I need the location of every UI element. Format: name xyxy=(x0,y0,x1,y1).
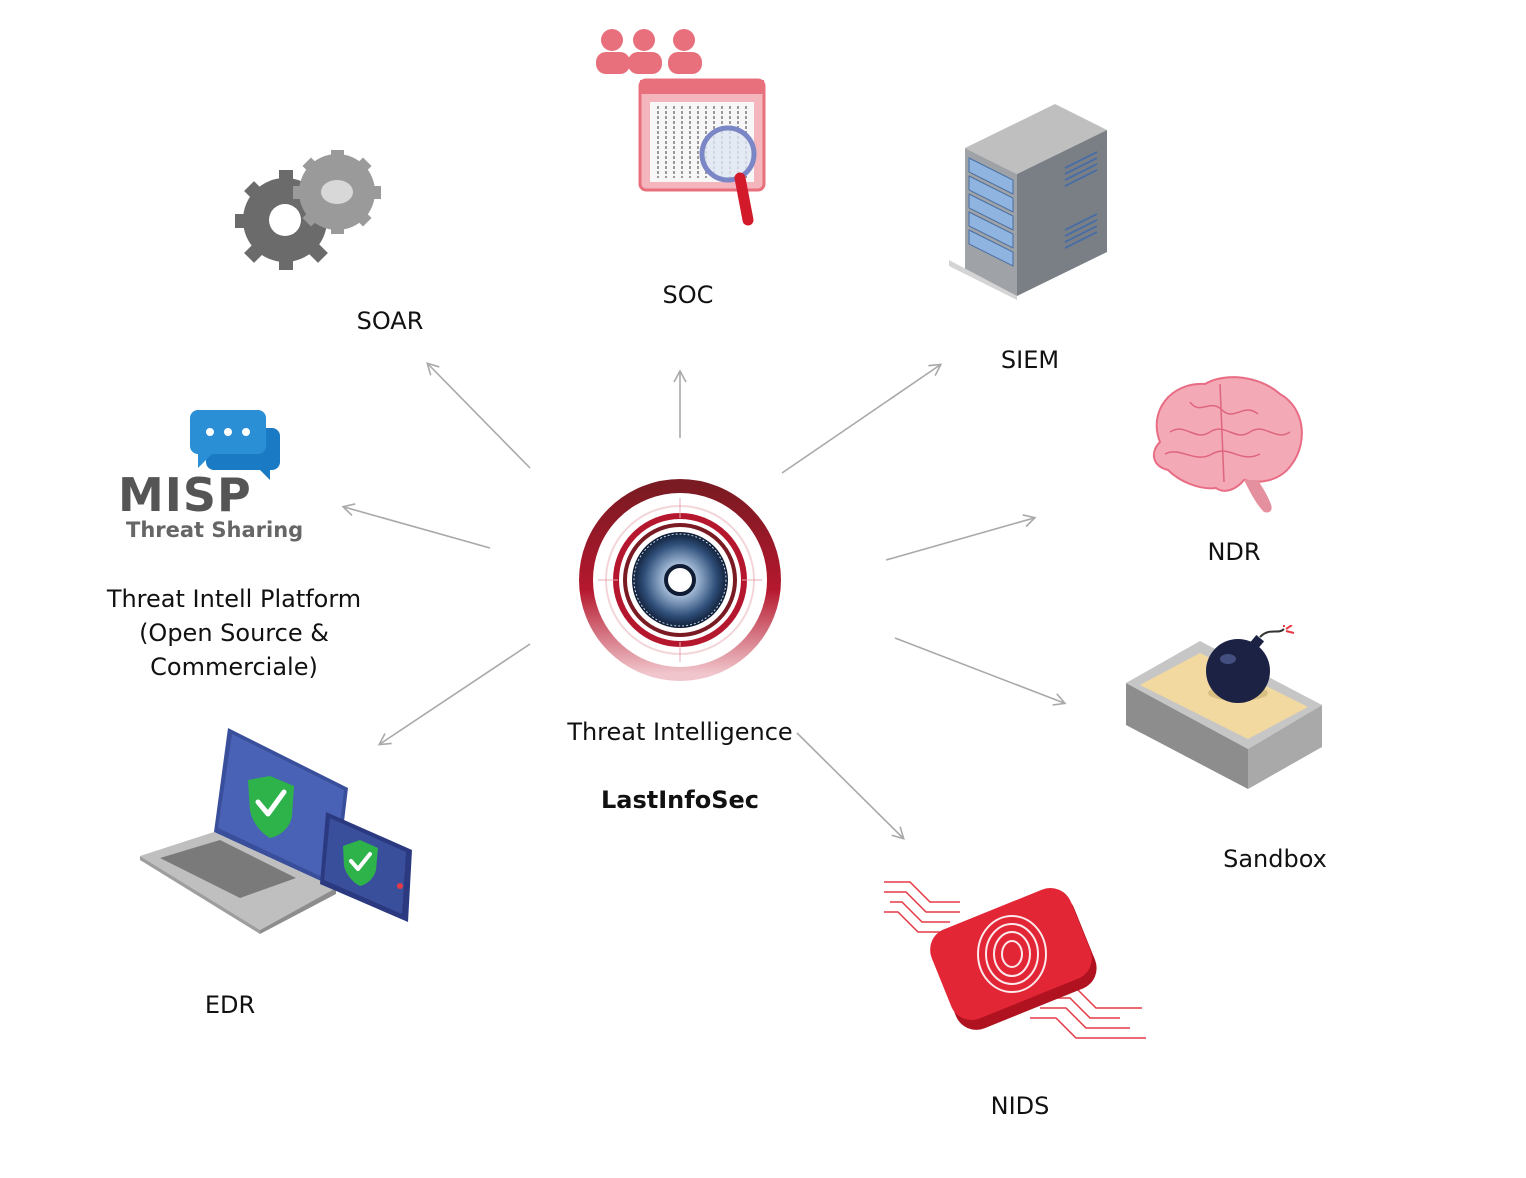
chat-bubbles-icon xyxy=(190,410,280,480)
misp-logo-word: MISP xyxy=(118,468,252,522)
arrow-to-tip xyxy=(341,503,491,549)
siem-label: SIEM xyxy=(1000,346,1060,374)
center-brand: LastInfoSec xyxy=(601,786,759,814)
sandbox-label: Sandbox xyxy=(1223,845,1327,873)
tip-label-line1: Threat Intell Platform xyxy=(106,585,362,613)
arrow-to-edr xyxy=(377,643,531,746)
arrow-to-siem xyxy=(781,363,943,474)
arrow-to-nids xyxy=(796,732,905,840)
center-title: Threat Intelligence xyxy=(567,718,793,746)
gears-icon xyxy=(235,150,381,270)
misp-logo: MISP Threat Sharing xyxy=(118,408,318,548)
soc-monitor-search-icon xyxy=(596,29,766,226)
arrow-to-ndr xyxy=(885,514,1037,561)
tip-label: Threat Intell Platform (Open Source & Co… xyxy=(84,582,384,684)
arrow-to-soar xyxy=(426,362,531,469)
soar-label: SOAR xyxy=(356,307,424,335)
laptop-tablet-shield-icon xyxy=(140,728,412,934)
server-icon xyxy=(949,104,1107,300)
threat-intel-eye-icon xyxy=(579,479,781,681)
brain-icon xyxy=(1152,376,1303,513)
fingerprint-chip-icon xyxy=(884,881,1146,1039)
misp-logo-tagline: Threat Sharing xyxy=(126,518,304,542)
soc-label: SOC xyxy=(662,281,714,309)
sandbox-bomb-icon xyxy=(1126,625,1322,789)
edr-label: EDR xyxy=(204,991,256,1019)
nids-label: NIDS xyxy=(990,1092,1050,1120)
tip-label-line3: Commerciale) xyxy=(150,653,318,681)
arrow-to-sandbox xyxy=(894,637,1067,706)
ndr-label: NDR xyxy=(1207,538,1261,566)
tip-label-line2: (Open Source & xyxy=(139,619,329,647)
